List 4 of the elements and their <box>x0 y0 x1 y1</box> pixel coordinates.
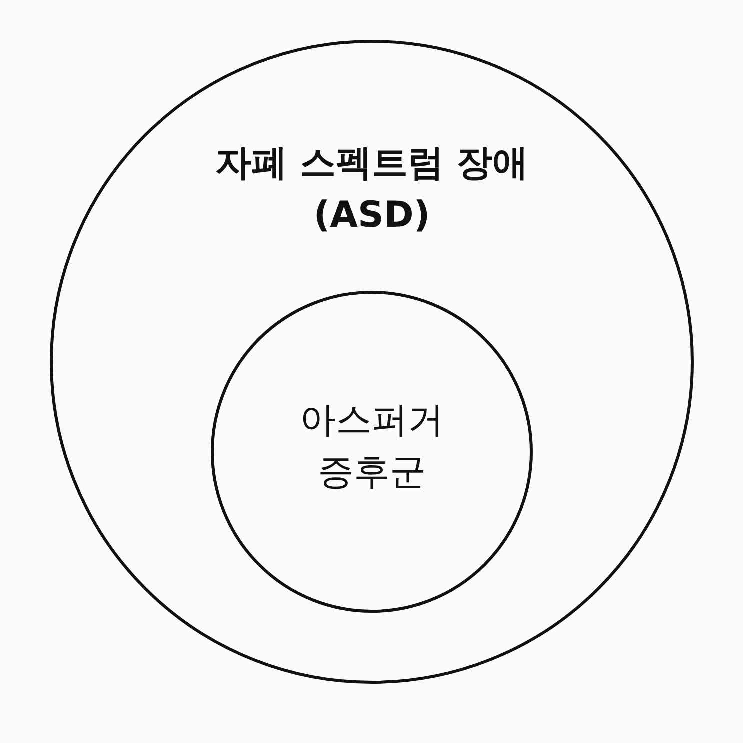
inner-circle <box>211 291 533 613</box>
circle-label: 자폐 스펙트럼 장애 (ASD) <box>214 142 530 238</box>
outer-circle <box>50 40 694 684</box>
circle-label: 아스퍼거 증후군 <box>299 399 445 495</box>
